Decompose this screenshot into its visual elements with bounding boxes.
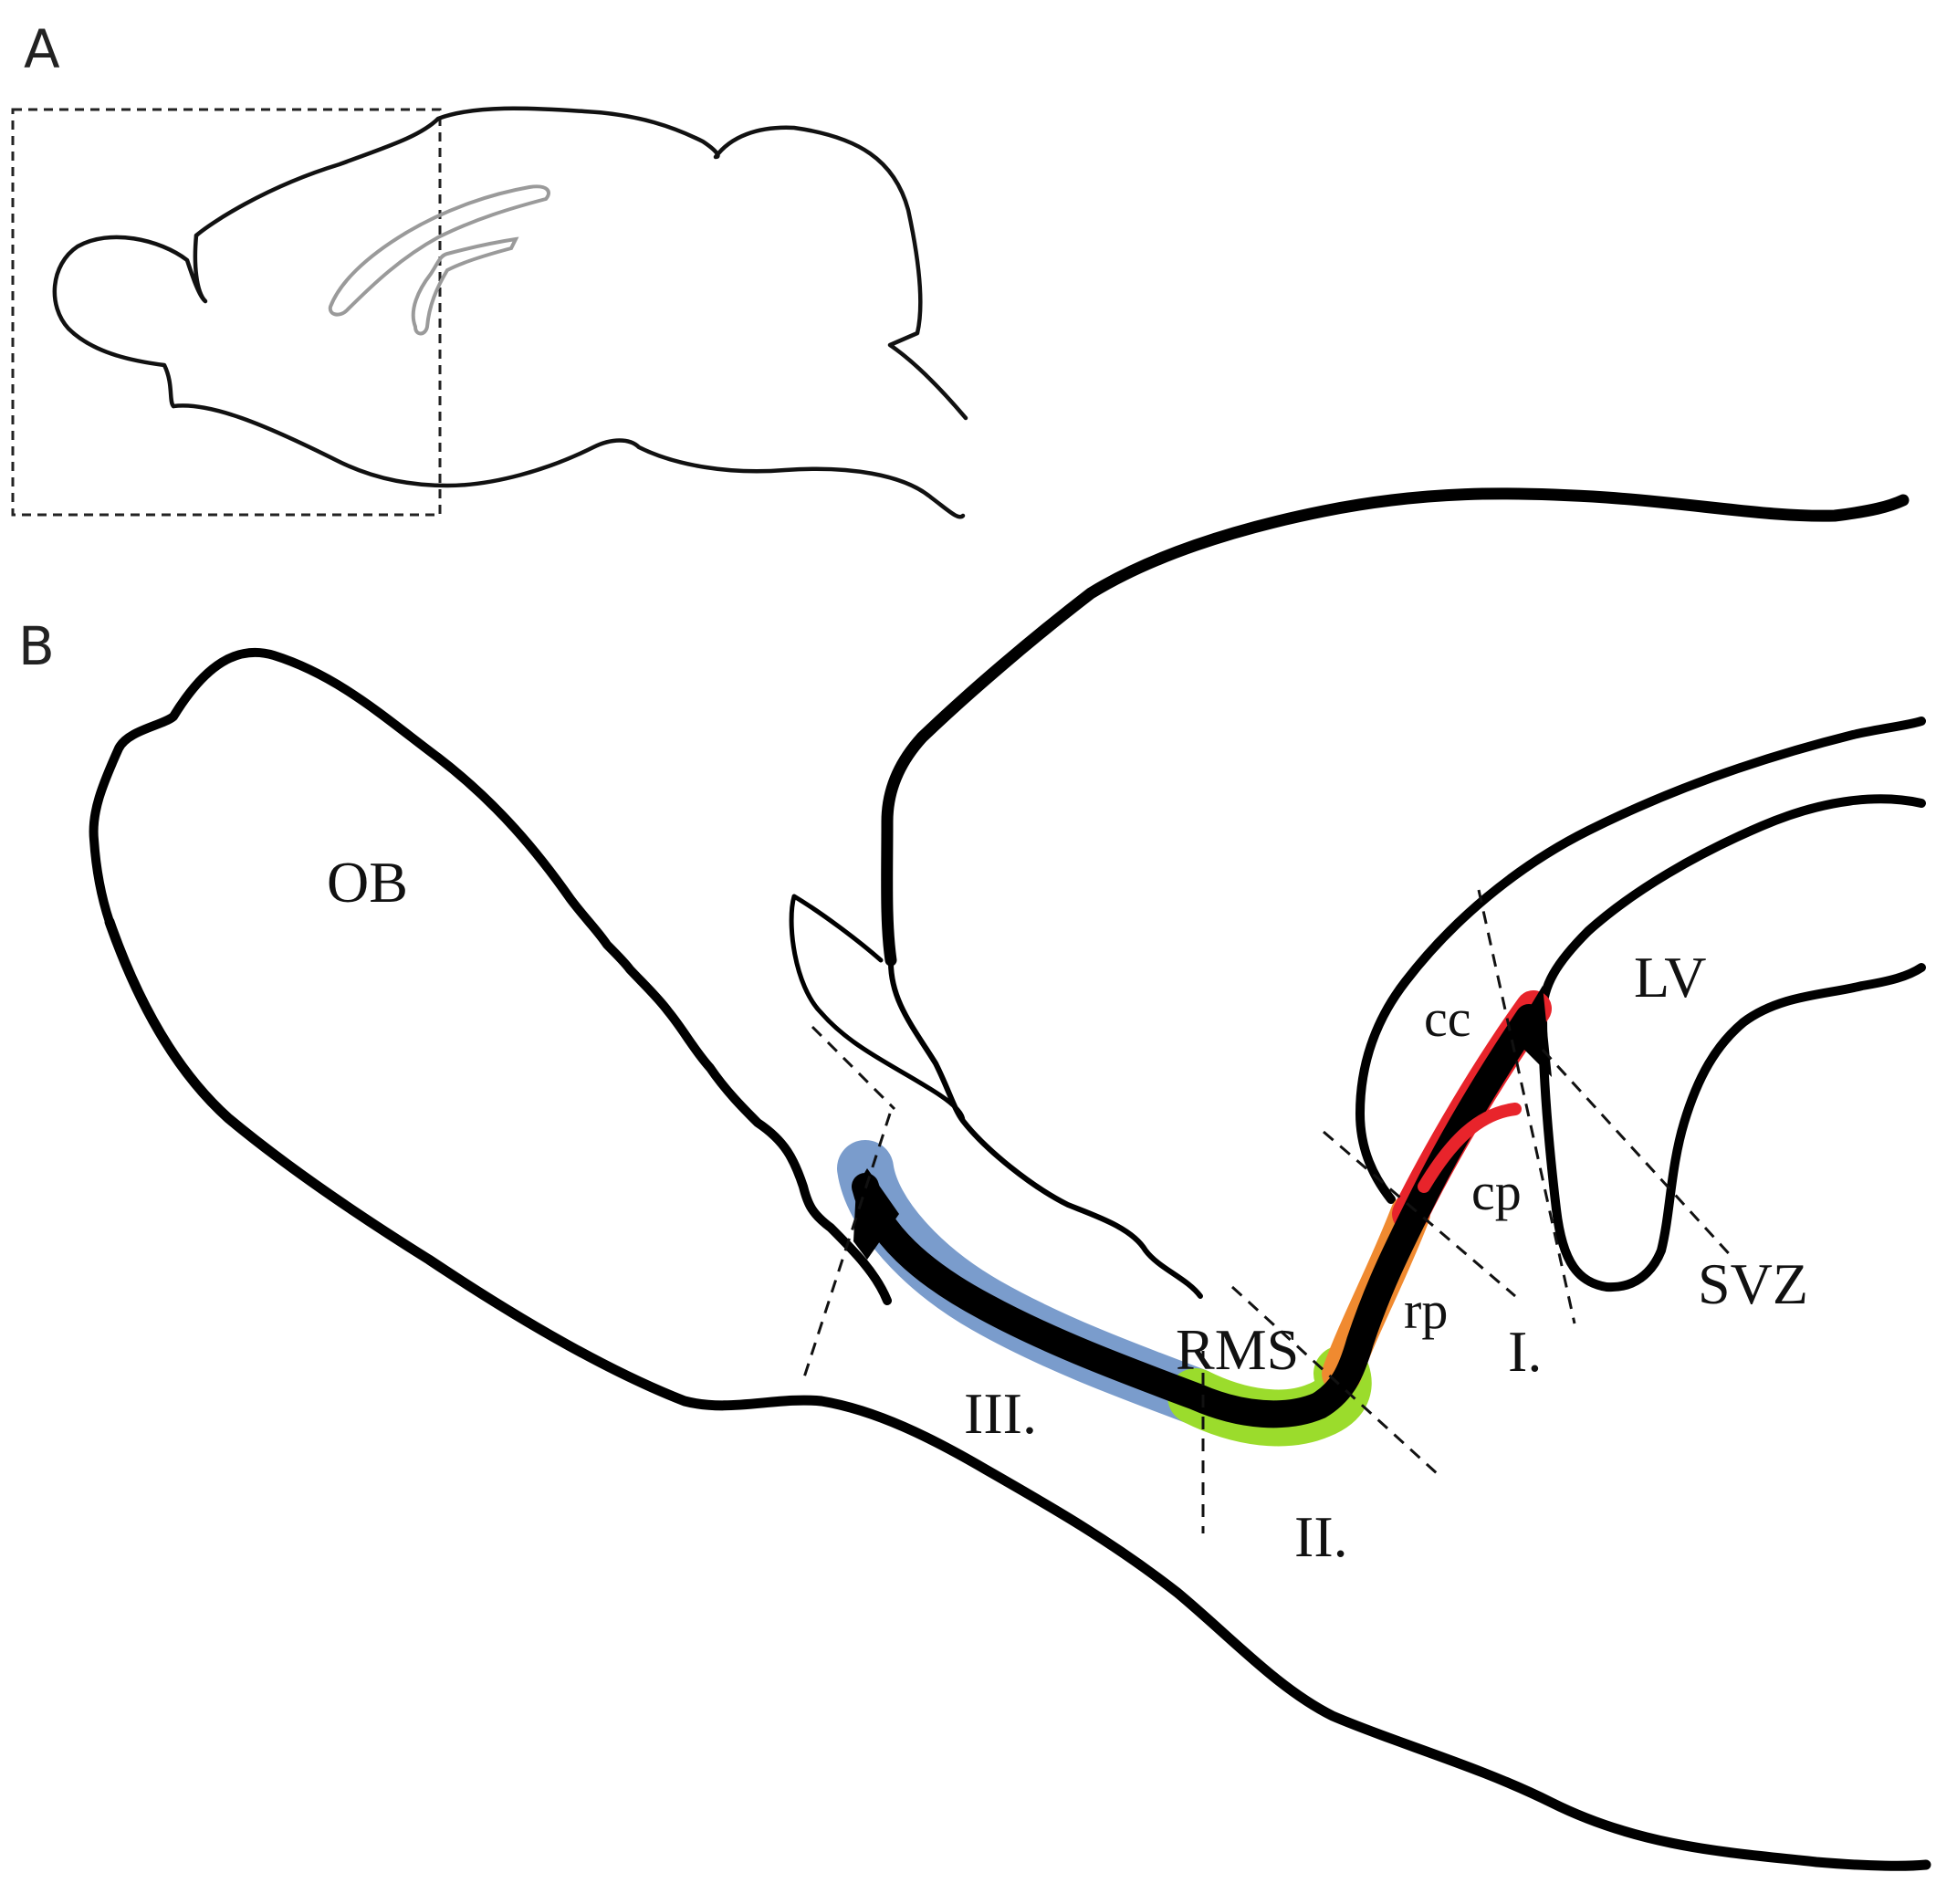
panel-b: B OB LV (18, 487, 1931, 1871)
inset-rms-path-upper (328, 184, 550, 317)
label-region-iii: III. (964, 1381, 1037, 1446)
olfactory-bulb-outline-small (52, 233, 208, 409)
label-rostral-part: rp (1404, 1281, 1448, 1340)
divider-cc-svz (1477, 889, 1576, 1324)
label-caudal-part: cp (1471, 1162, 1522, 1221)
label-lateral-ventricle: LV (1634, 945, 1706, 1010)
panel-b-letter: B (18, 615, 55, 677)
label-rms: RMS (1176, 1317, 1299, 1382)
cortex-dorsal-outline (881, 487, 1910, 967)
label-svz: SVZ (1698, 1251, 1808, 1316)
rms-svz-junction (1515, 986, 1552, 1077)
olfactory-peduncle-boundary (887, 957, 1203, 1299)
olfactory-bulb-ventral-outline (104, 916, 1931, 1871)
panel-a-letter: A (24, 18, 60, 80)
label-olfactory-bulb: OB (327, 850, 408, 915)
lateral-ventricle-outline (1538, 794, 1926, 1292)
olfactory-bulb-outline (89, 647, 892, 1305)
divider-ob-border (801, 1113, 892, 1381)
region-divider-lines (801, 889, 1736, 1533)
divider-i-ii (1230, 1285, 1439, 1476)
divider-ob-top (811, 1025, 896, 1111)
panel-a: A (11, 18, 968, 519)
label-region-i: I. (1508, 1319, 1542, 1384)
accessory-lobe-outline (789, 894, 966, 1124)
whole-brain-outline (194, 106, 968, 421)
divider-svz (1541, 1048, 1736, 1261)
cp-red-branch (1418, 1103, 1522, 1193)
label-region-ii: II. (1294, 1504, 1348, 1569)
rms-segment-blue (837, 1140, 1224, 1425)
label-corpus-callosum: cc (1424, 989, 1471, 1048)
inset-region-box (11, 108, 442, 517)
brain-ventral-outline (171, 403, 966, 519)
rms-core-origin (853, 1168, 899, 1260)
inset-rms-path-lower (411, 236, 519, 336)
corpus-callosum-outer-outline (1355, 717, 1926, 1204)
